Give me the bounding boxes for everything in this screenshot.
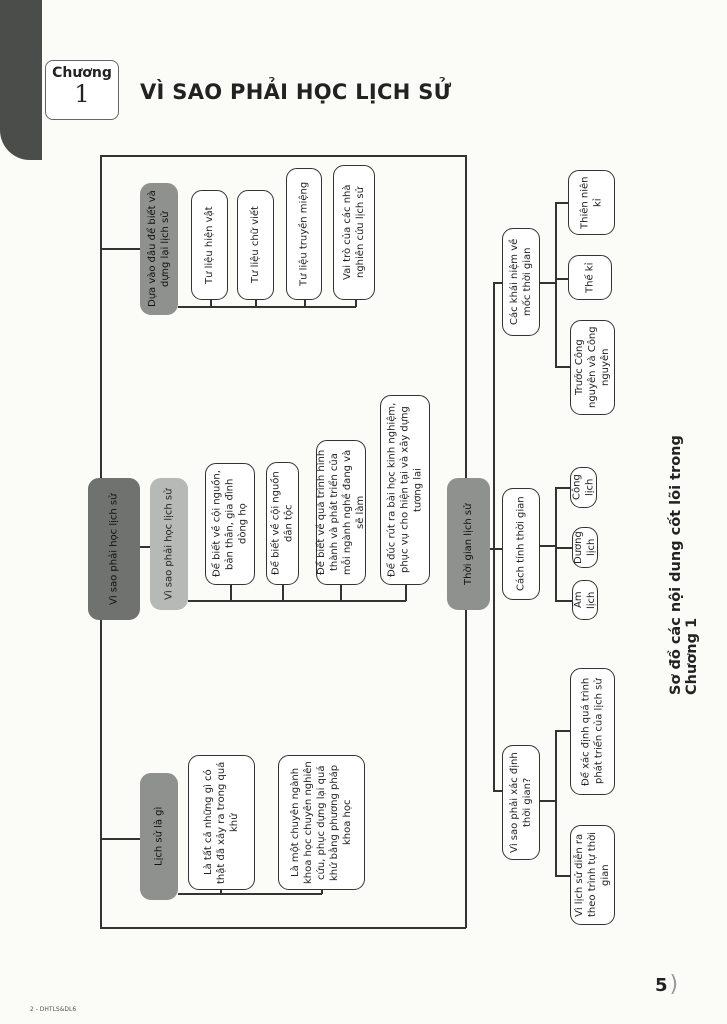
connector xyxy=(555,487,557,601)
node-solar: Dương lịch xyxy=(572,527,598,568)
node-century: Thế kỉ xyxy=(568,255,612,300)
connector xyxy=(220,888,222,894)
connector xyxy=(210,300,212,307)
chapter-number: 1 xyxy=(74,80,90,108)
connector xyxy=(230,585,232,601)
chapter-tab xyxy=(0,0,42,160)
node-concepts: Các khái niệm về mốc thời gian xyxy=(502,228,540,336)
connector xyxy=(304,300,306,307)
connector xyxy=(555,730,570,732)
connector xyxy=(555,487,570,489)
footer-code: 2 - DHTLS&DL6 xyxy=(30,1006,77,1013)
connector xyxy=(555,202,557,367)
connector xyxy=(555,547,572,549)
node-why-time: Vì sao phải xác định thời gian? xyxy=(502,745,540,860)
connector xyxy=(100,248,140,250)
connector xyxy=(555,366,570,368)
connector xyxy=(282,585,284,601)
connector xyxy=(340,585,342,601)
connector xyxy=(493,282,502,284)
connector xyxy=(100,927,466,929)
connector xyxy=(321,888,323,894)
connector xyxy=(405,585,407,601)
node-why-1: Để biết về cội nguồn, bản thân, gia đình… xyxy=(205,463,255,585)
node-lunar: Âm lịch xyxy=(572,580,598,620)
connector xyxy=(493,282,495,790)
connector xyxy=(555,875,570,877)
connector xyxy=(540,545,555,547)
connector xyxy=(540,800,555,802)
node-root: Vì sao phải học lịch sử xyxy=(88,478,140,620)
connector xyxy=(100,155,466,157)
connector xyxy=(178,893,322,895)
node-source-written: Tư liệu chữ viết xyxy=(237,190,274,300)
node-why-time-1: Để xác định quá trình phát triển của lịc… xyxy=(570,668,615,795)
node-what-2: Là một chuyên ngành khoa học chuyên nghi… xyxy=(278,755,365,890)
node-source-artifact: Tư liệu hiện vật xyxy=(191,190,228,300)
connector xyxy=(555,730,557,876)
node-why: Vì sao phải học lịch sử xyxy=(150,478,188,610)
node-why-2: Để biết về cội nguồn dân tộc xyxy=(266,462,299,585)
node-why-4: Để đúc rút ra bài học kinh nghiệm, phục … xyxy=(380,395,430,585)
connector xyxy=(188,600,406,602)
connector xyxy=(493,790,502,792)
node-what: Lịch sử là gì xyxy=(140,773,178,900)
chapter-word: Chương xyxy=(52,65,112,81)
node-time: Thời gian lịch sử xyxy=(447,478,490,610)
diagram-caption: Sơ đồ các nội dung cốt lõi trong Chương … xyxy=(668,435,700,695)
node-calc: Cách tính thời gian xyxy=(502,488,540,600)
connector xyxy=(555,600,572,602)
connector xyxy=(255,300,257,307)
node-what-1: Là tất cả những gì có thật đã xảy ra tro… xyxy=(188,755,255,890)
node-sources: Dựa vào đâu để biết và dựng lại lịch sử xyxy=(140,183,178,315)
connector xyxy=(555,202,568,204)
connector xyxy=(555,278,568,280)
connector xyxy=(100,838,140,840)
connector xyxy=(355,300,357,307)
node-source-oral: Tư liệu truyền miệng xyxy=(286,168,322,300)
connector xyxy=(178,306,356,308)
node-why-time-2: Vì lịch sử diễn ra theo trình tự thời gi… xyxy=(570,825,615,925)
chapter-badge: Chương 1 xyxy=(45,60,119,120)
node-bc-ad: Trước Công nguyên và Công nguyên xyxy=(570,320,615,415)
connector xyxy=(540,282,555,284)
node-millennium: Thiên niên kỉ xyxy=(568,170,615,235)
node-solar-common: Công lịch xyxy=(570,467,597,508)
connector xyxy=(140,546,150,548)
node-source-researchers: Vai trò của các nhà nghiên cứu lịch sử xyxy=(333,165,375,300)
node-why-3: Để biết về quá trình hình thành và phát … xyxy=(316,440,366,585)
page-number: 5 xyxy=(655,972,678,997)
chapter-title: VÌ SAO PHẢI HỌC LỊCH SỬ xyxy=(140,80,452,104)
connector xyxy=(490,548,502,550)
